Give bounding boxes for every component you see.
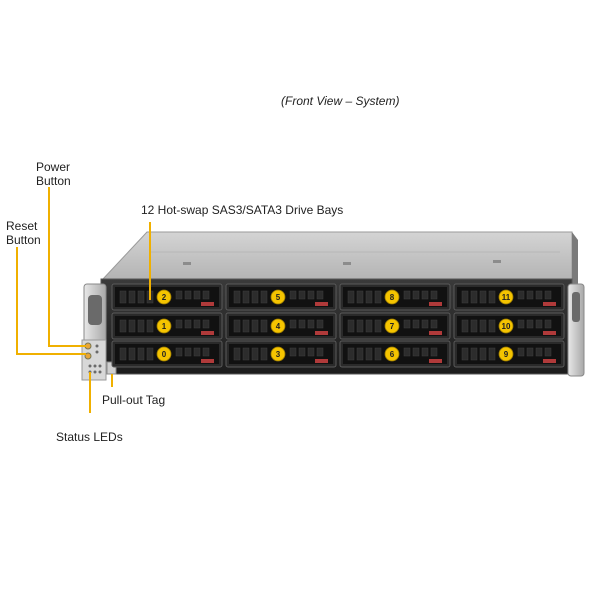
- bay-number-label: 0: [162, 350, 167, 359]
- bay-number-label: 7: [390, 322, 395, 331]
- callout-lines: [16, 187, 151, 413]
- drive-bay-1[interactable]: 1: [111, 312, 223, 340]
- bay-number-badge: [270, 346, 286, 362]
- reset-label-line1: Reset: [6, 219, 38, 233]
- drive-bay-9[interactable]: 9: [453, 340, 565, 368]
- bay-number-label: 9: [504, 350, 509, 359]
- release-tab: [315, 331, 328, 335]
- release-tab: [429, 359, 442, 363]
- bay-number-badge: [498, 289, 514, 305]
- bay-number-badge: [384, 289, 400, 305]
- release-tab: [315, 302, 328, 306]
- bay-number-label: 6: [390, 350, 395, 359]
- power-label-line1: Power: [36, 160, 71, 174]
- bay-number-label: 10: [502, 322, 511, 331]
- drive-bay-10[interactable]: 10: [453, 312, 565, 340]
- release-tab: [429, 302, 442, 306]
- status-leds-label: Status LEDs: [56, 430, 123, 444]
- drive-bay-0[interactable]: 0: [111, 340, 223, 368]
- drive-bay-5[interactable]: 5: [225, 283, 337, 311]
- drive-bay-2[interactable]: 2: [111, 283, 223, 311]
- bay-number-label: 8: [390, 293, 395, 302]
- power-button-label: Power Button: [36, 160, 71, 188]
- drive-bay-7[interactable]: 7: [339, 312, 451, 340]
- drive-bay-8[interactable]: 8: [339, 283, 451, 311]
- drive-bay-11[interactable]: 11: [453, 283, 565, 311]
- pull-out-tag-label: Pull-out Tag: [102, 393, 166, 407]
- bay-number-badge: [270, 318, 286, 334]
- bay-number-label: 1: [162, 322, 167, 331]
- bay-number-label: 4: [276, 322, 281, 331]
- status-leds: [88, 364, 92, 368]
- callout-power: [48, 187, 86, 347]
- drive-bay-6[interactable]: 6: [339, 340, 451, 368]
- bay-number-badge: [384, 346, 400, 362]
- release-tab: [543, 302, 556, 306]
- callout-reset: [16, 247, 86, 355]
- release-tab: [201, 331, 214, 335]
- bay-number-badge: [156, 346, 172, 362]
- bay-number-label: 3: [276, 350, 281, 359]
- bay-number-badge: [384, 318, 400, 334]
- release-tab: [543, 331, 556, 335]
- bay-number-label: 5: [276, 293, 281, 302]
- bay-number-badge: [498, 346, 514, 362]
- release-tab: [543, 359, 556, 363]
- bay-number-badge: [156, 289, 172, 305]
- drive-bay-4[interactable]: 4: [225, 312, 337, 340]
- bay-number-badge: [156, 318, 172, 334]
- release-tab: [201, 302, 214, 306]
- release-tab: [315, 359, 328, 363]
- drive-bays-label: 12 Hot-swap SAS3/SATA3 Drive Bays: [141, 203, 344, 217]
- bay-number-badge: [270, 289, 286, 305]
- bay-number-label: 11: [502, 293, 511, 302]
- reset-label-line2: Button: [6, 233, 41, 247]
- reset-button-label: Reset Button: [6, 219, 41, 247]
- chassis-top: [101, 231, 573, 280]
- bay-number-label: 2: [162, 293, 167, 302]
- bay-number-badge: [498, 318, 514, 334]
- reset-button: [84, 352, 92, 360]
- power-label-line2: Button: [36, 174, 71, 188]
- drive-bay-3[interactable]: 3: [225, 340, 337, 368]
- release-tab: [429, 331, 442, 335]
- release-tab: [201, 359, 214, 363]
- figure-caption: (Front View – System): [281, 94, 400, 108]
